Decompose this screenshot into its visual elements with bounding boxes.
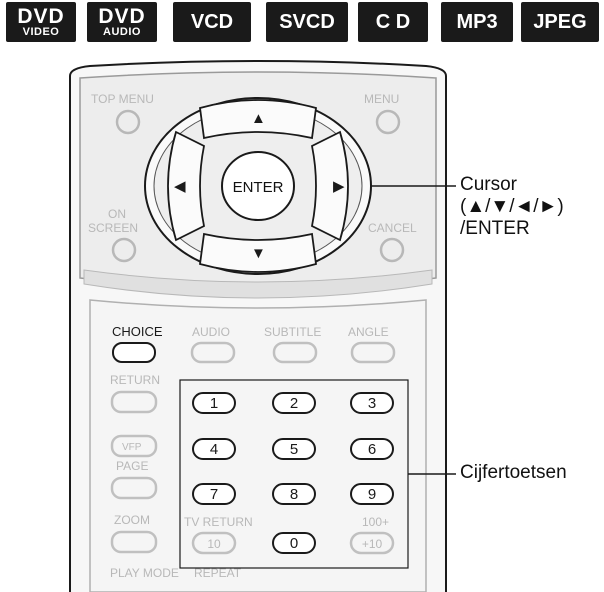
- angle-button[interactable]: [350, 341, 396, 364]
- choice-label: CHOICE: [112, 324, 163, 339]
- audio-button[interactable]: [190, 341, 236, 364]
- badge-dvd-audio-title: DVD: [98, 5, 146, 28]
- top-menu-label: TOP MENU: [91, 92, 154, 106]
- digit-8-label: 8: [290, 486, 298, 503]
- cursor-callout-line1: Cursor: [460, 174, 518, 195]
- digit-key-2[interactable]: 2: [272, 392, 316, 414]
- vfp-label: VFP: [122, 442, 142, 453]
- digit-key-4[interactable]: 4: [192, 438, 236, 460]
- plus-ten-label: +10: [362, 537, 383, 551]
- digit-9-label: 9: [368, 486, 376, 503]
- zoom-label: ZOOM: [114, 513, 150, 527]
- badge-dvd-audio-sub: AUDIO: [103, 26, 141, 38]
- on-screen-button[interactable]: [111, 237, 137, 263]
- digit-key-3[interactable]: 3: [350, 392, 394, 414]
- menu-button[interactable]: [375, 109, 401, 135]
- digit-key-6[interactable]: 6: [350, 438, 394, 460]
- return-button[interactable]: [110, 390, 158, 414]
- enter-button[interactable]: [221, 151, 295, 221]
- digit-key-1[interactable]: 1: [192, 392, 236, 414]
- cancel-label: CANCEL: [368, 221, 417, 235]
- cursor-right-button[interactable]: [310, 130, 349, 242]
- badge-dvd-video-sub: VIDEO: [22, 26, 60, 38]
- digit-3-label: 3: [368, 395, 376, 412]
- badge-cd: C D: [358, 2, 428, 42]
- cancel-button[interactable]: [379, 237, 405, 263]
- cursor-left-button[interactable]: [167, 130, 206, 242]
- audio-label: AUDIO: [192, 325, 230, 339]
- ten-label: 10: [207, 537, 221, 551]
- choice-button[interactable]: [112, 342, 156, 363]
- tv-return-label: TV RETURN: [184, 515, 253, 529]
- cursor-up-arrow: ▲: [251, 110, 266, 127]
- cursor-left-arrow: ◀: [174, 178, 186, 195]
- subtitle-button[interactable]: [272, 341, 318, 364]
- enter-label: ENTER: [233, 179, 284, 196]
- digit-key-8[interactable]: 8: [272, 483, 316, 505]
- badge-dvd-video-title: DVD: [17, 5, 65, 28]
- hundred-plus-label: 100+: [362, 515, 389, 529]
- on-screen-label-line1: ON: [108, 207, 126, 221]
- ten-button[interactable]: [191, 531, 237, 555]
- badge-vcd: VCD: [173, 2, 251, 42]
- digit-6-label: 6: [368, 441, 376, 458]
- page-button[interactable]: [110, 476, 158, 500]
- cursor-up-button[interactable]: [199, 99, 317, 140]
- play-mode-label: PLAY MODE: [110, 566, 179, 580]
- page-label: PAGE: [116, 459, 148, 473]
- remote-panel-ridge: [83, 269, 433, 299]
- plus-ten-button[interactable]: [349, 531, 395, 555]
- badge-svcd: SVCD: [266, 2, 348, 42]
- remote-lower-panel: [89, 299, 427, 592]
- digit-key-5[interactable]: 5: [272, 438, 316, 460]
- digit-key-0[interactable]: 0: [272, 532, 316, 554]
- badge-mp3: MP3: [441, 2, 513, 42]
- digit-key-7[interactable]: 7: [192, 483, 236, 505]
- repeat-label: REPEAT: [194, 566, 242, 580]
- top-menu-button[interactable]: [115, 109, 141, 135]
- return-label: RETURN: [110, 373, 160, 387]
- subtitle-label: SUBTITLE: [264, 325, 321, 339]
- digit-5-label: 5: [290, 441, 298, 458]
- digit-4-label: 4: [210, 441, 218, 458]
- digit-7-label: 7: [210, 486, 218, 503]
- menu-label: MENU: [364, 92, 399, 106]
- format-badges: DVD VIDEO DVD AUDIO VCD SVCD C D MP3 JPE…: [0, 2, 604, 42]
- cursor-down-arrow: ▼: [251, 245, 266, 262]
- on-screen-label-line2: SCREEN: [88, 221, 138, 235]
- cursor-callout: Cursor (▲/▼/◄/►) /ENTER: [460, 174, 564, 240]
- cursor-callout-line2: (▲/▼/◄/►): [460, 196, 564, 217]
- digit-1-label: 1: [210, 395, 218, 412]
- vfp-button[interactable]: [110, 434, 158, 458]
- angle-label: ANGLE: [348, 325, 389, 339]
- badge-jpeg: JPEG: [521, 2, 599, 42]
- cursor-callout-line3: /ENTER: [460, 218, 530, 239]
- cursor-right-arrow: ▶: [333, 178, 345, 195]
- digit-0-label: 0: [290, 535, 298, 552]
- zoom-button[interactable]: [110, 530, 158, 554]
- digit-2-label: 2: [290, 395, 298, 412]
- badge-dvd-video: DVD VIDEO: [6, 2, 76, 42]
- cursor-down-button[interactable]: [199, 232, 317, 273]
- badge-dvd-audio: DVD AUDIO: [87, 2, 157, 42]
- digit-key-9[interactable]: 9: [350, 483, 394, 505]
- number-keys-callout: Cijfertoetsen: [460, 462, 567, 483]
